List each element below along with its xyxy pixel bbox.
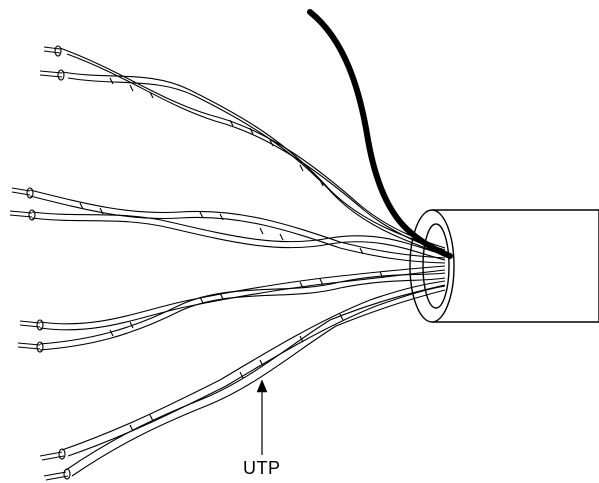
cable-jacket	[409, 209, 599, 323]
twisted-pair-3	[17, 265, 446, 353]
twisted-pair-2	[9, 187, 446, 264]
utp-leader-arrow	[256, 379, 268, 455]
twisted-pair-4	[39, 280, 446, 481]
utp-label: UTP	[243, 458, 281, 478]
twisted-pair-1	[39, 45, 446, 256]
rip-cord	[307, 9, 453, 259]
